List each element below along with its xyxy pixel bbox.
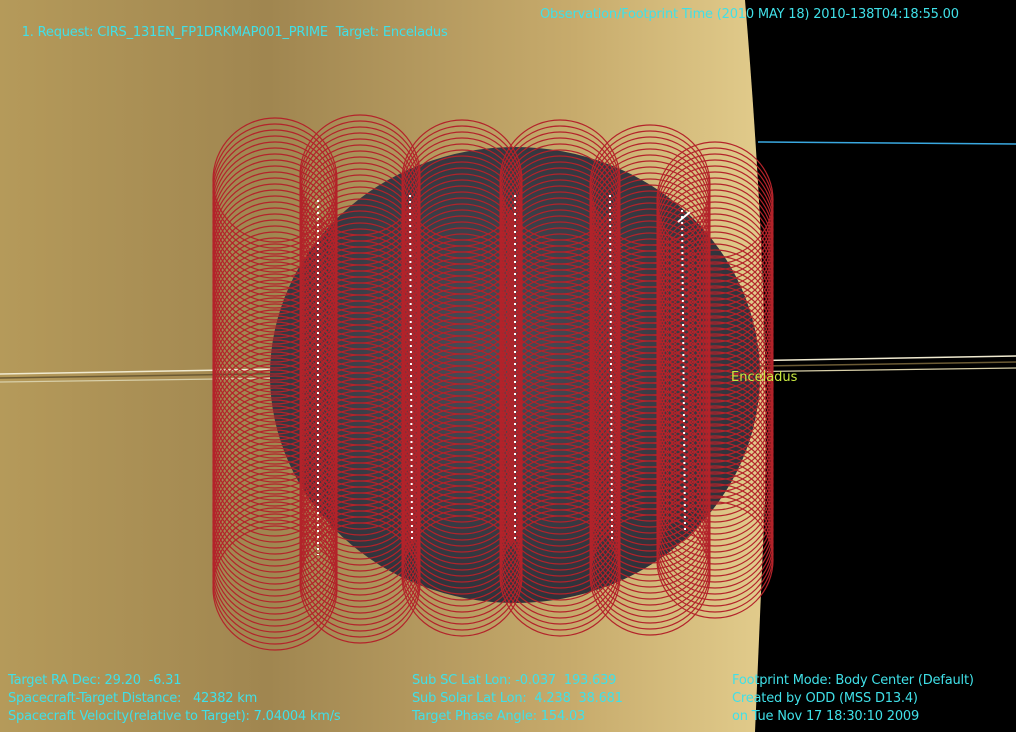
spacecraft-velocity: Spacecraft Velocity(relative to Target):…: [8, 709, 341, 724]
footprint-ring: [589, 514, 711, 636]
phase-angle: Target Phase Angle: 154.03: [412, 709, 586, 724]
target-ra-dec: Target RA Dec: 29.20 -6.31: [8, 673, 182, 688]
scan-tick: [677, 211, 691, 223]
footprint-ring: [401, 515, 523, 637]
footprint-rings: [212, 114, 774, 651]
sub-sc-lat-lon: Sub SC Lat Lon: -0.037 193.639: [412, 673, 617, 688]
observation-time: Observation/Footprint Time (2010 MAY 18)…: [540, 7, 959, 22]
scan-lines: [317, 194, 686, 555]
footprint-ring: [212, 525, 338, 651]
orbit-line: [757, 141, 1016, 145]
footprint-mode: Footprint Mode: Body Center (Default): [732, 673, 974, 688]
spacecraft-distance: Spacecraft-Target Distance: 42382 km: [8, 691, 258, 706]
header-bar: 1. Request: CIRS_131EN_FP1DRKMAP001_PRIM…: [6, 6, 959, 78]
footprint-ring: [499, 515, 621, 637]
created-on: on Tue Nov 17 18:30:10 2009: [732, 709, 920, 724]
target-label: Enceladus: [731, 370, 798, 385]
footprint-ring: [656, 501, 774, 619]
created-by: Created by ODD (MSS D13.4): [732, 691, 918, 706]
status-right: Footprint Mode: Body Center (Default) Cre…: [732, 672, 974, 726]
sub-solar-lat-lon: Sub Solar Lat Lon: 4.238 38.681: [412, 691, 623, 706]
request-info: 1. Request: CIRS_131EN_FP1DRKMAP001_PRIM…: [21, 25, 448, 40]
